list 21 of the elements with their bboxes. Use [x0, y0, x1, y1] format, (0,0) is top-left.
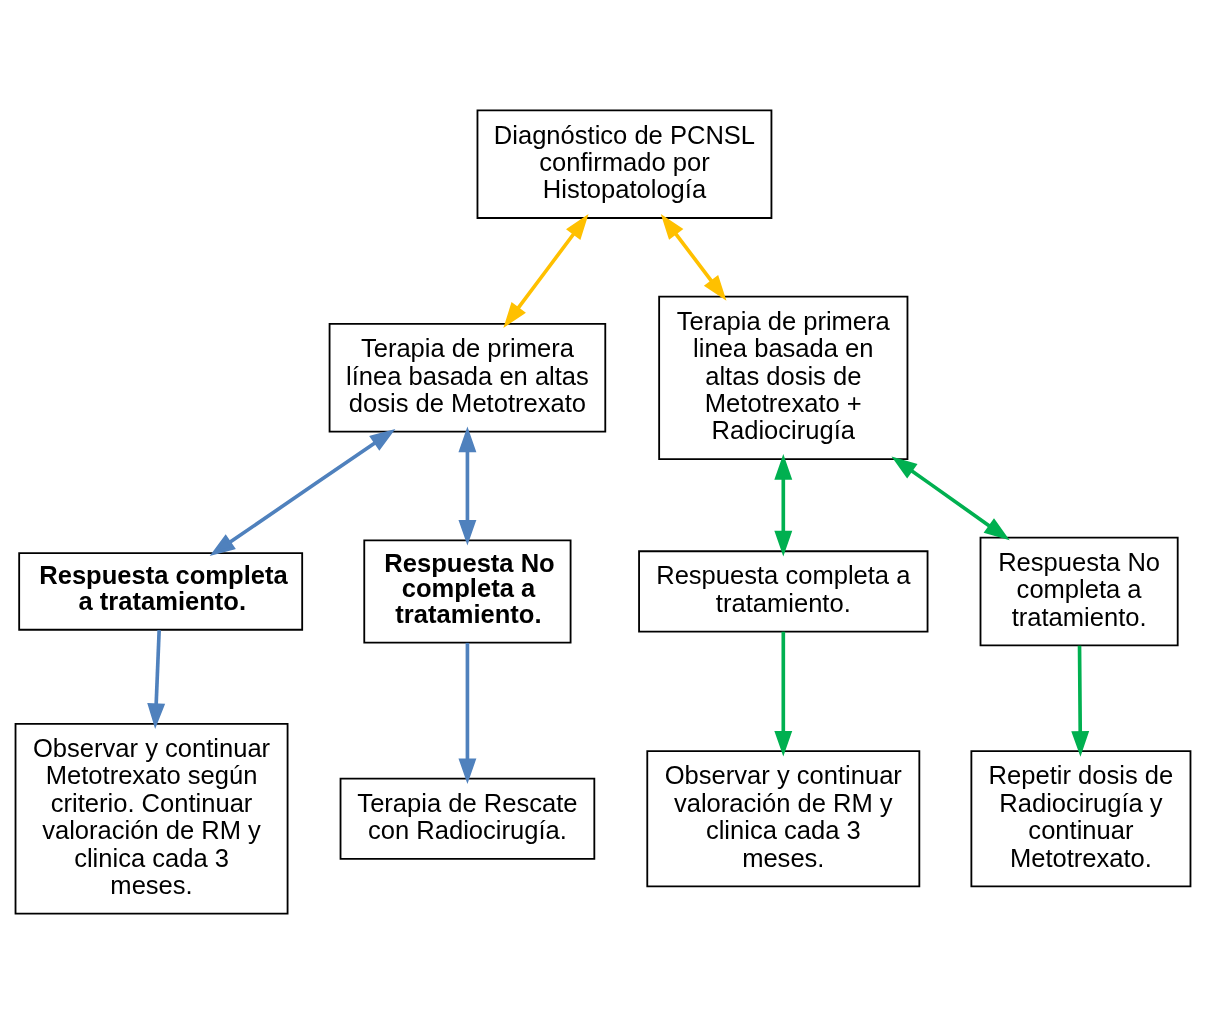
arrow	[147, 630, 166, 729]
arrow	[774, 631, 793, 757]
arrow	[209, 428, 396, 557]
arrow	[503, 214, 589, 328]
arrow	[660, 214, 727, 301]
arrow	[458, 426, 477, 546]
arrow	[458, 642, 477, 785]
arrow	[1071, 645, 1090, 757]
node-box: Terapia de primera linea basada en altas dosis de Metotrexato + Radiocirugía	[658, 295, 909, 460]
node-box: Terapia de primera línea basada en altas dosis de Metotrexato	[328, 323, 607, 433]
node-box: Respuesta No completa a tratamiento.	[363, 539, 572, 644]
node-box: Repetir dosis de Radiocirugía y continuar Metotrexato.	[970, 750, 1192, 888]
node-box: Diagnóstico de PCNSL confirmado por Histopatología	[476, 109, 773, 219]
arrow	[774, 454, 793, 557]
node-box: Respuesta No completa a tratamiento.	[979, 536, 1179, 647]
arrow	[891, 456, 1010, 541]
node-box: Respuesta completa a tratamiento.	[638, 550, 929, 633]
node-box: Observar y continuar Metotrexato según criterio. Continuar valoración de RM y clinica cada 3 meses.	[14, 722, 289, 915]
node-box: Respuesta completa a tratamiento.	[18, 552, 304, 631]
node-box: Terapia de Rescate con Radiocirugía.	[339, 777, 596, 860]
node-box: Observar y continuar valoración de RM y clinica cada 3 meses.	[646, 750, 921, 888]
